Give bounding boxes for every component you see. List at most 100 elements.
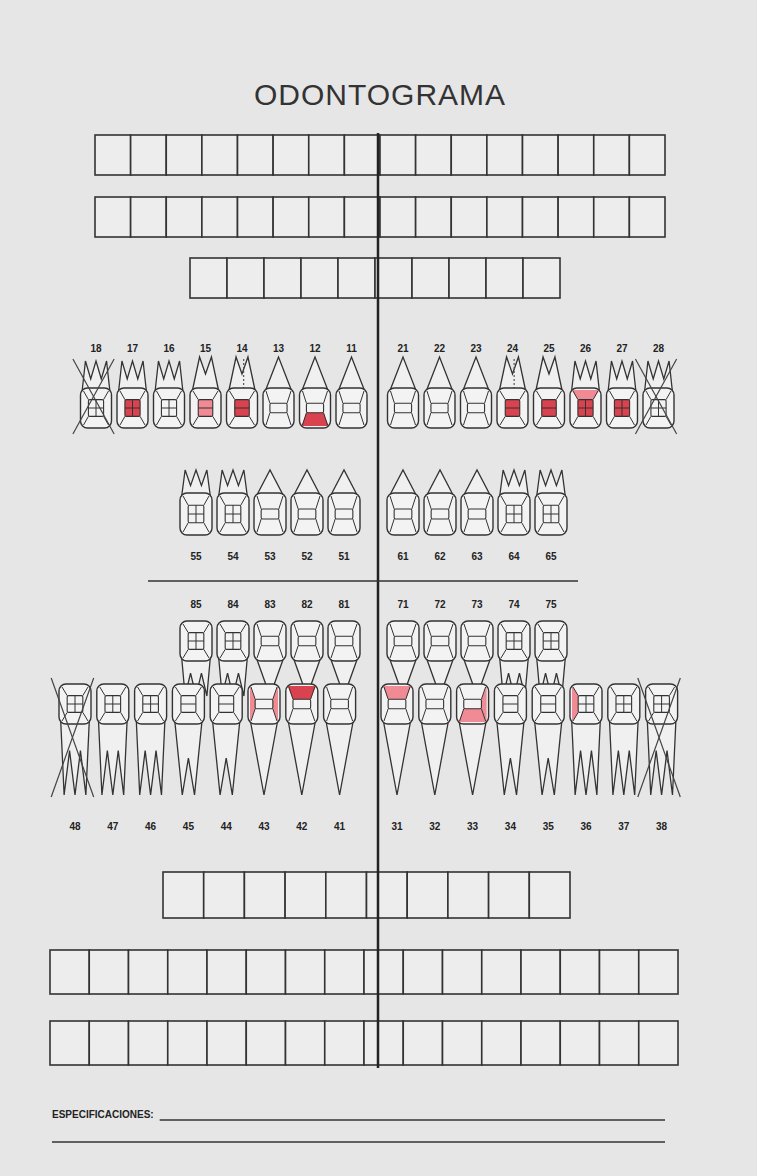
treatment-mark	[578, 400, 593, 417]
record-cell	[202, 197, 238, 237]
tooth-crown	[180, 493, 212, 535]
record-cell	[489, 872, 530, 918]
record-cell	[639, 1021, 678, 1065]
tooth-number: 12	[309, 344, 320, 354]
tooth-number: 74	[508, 600, 519, 610]
treatment-mark	[288, 686, 316, 699]
tooth-crown	[154, 388, 185, 428]
tooth-root	[119, 361, 147, 391]
tooth-root	[426, 470, 453, 496]
tooth-number: 17	[127, 344, 138, 354]
treatment-mark	[302, 413, 329, 426]
tooth-number: 84	[227, 600, 238, 610]
record-cell	[246, 1021, 285, 1065]
missing-tooth-cross	[51, 678, 93, 797]
tooth-number: 34	[505, 822, 516, 832]
occlusal-surface	[543, 633, 559, 650]
tooth-crown	[291, 493, 323, 535]
tooth-figure	[532, 684, 564, 795]
tooth-root	[192, 357, 218, 391]
record-cell	[443, 950, 482, 994]
tooth-number: 61	[397, 552, 408, 562]
tooth-crown	[381, 684, 413, 724]
tooth-crown	[494, 684, 526, 724]
tooth-root	[389, 470, 416, 496]
record-cell	[207, 1021, 246, 1065]
occlusal-surface	[161, 400, 176, 417]
arch-separator	[148, 580, 578, 582]
tooth-number: 62	[434, 552, 445, 562]
record-cell	[521, 1021, 560, 1065]
tooth-root	[610, 721, 639, 795]
tooth-crown	[461, 493, 493, 535]
record-cell	[629, 135, 665, 175]
occlusal-surface	[219, 696, 234, 713]
record-cell	[309, 135, 345, 175]
tooth-crown	[217, 493, 249, 535]
record-cell	[129, 1021, 168, 1065]
occlusal-surface	[468, 636, 486, 646]
record-cell	[168, 950, 207, 994]
tooth-figure	[263, 357, 294, 428]
tooth-number: 32	[429, 822, 440, 832]
tooth-root	[288, 721, 315, 795]
tooth-crown	[461, 388, 492, 428]
record-cell	[482, 1021, 521, 1065]
tooth-figure	[51, 678, 93, 797]
occlusal-surface	[614, 400, 629, 417]
record-cell	[227, 258, 264, 298]
tooth-number: 48	[69, 822, 80, 832]
chart-title: ODONTOGRAMA	[254, 80, 506, 110]
tooth-root	[265, 357, 291, 391]
tooth-root	[383, 721, 410, 795]
record-cell	[238, 135, 274, 175]
record-cell	[380, 197, 416, 237]
tooth-number: 73	[471, 600, 482, 610]
record-cell	[264, 258, 301, 298]
tooth-crown	[497, 388, 528, 428]
tooth-figure	[608, 684, 640, 795]
record-cell	[487, 135, 523, 175]
treatment-mark	[481, 686, 486, 722]
occlusal-surface	[388, 699, 406, 709]
tooth-number: 51	[338, 552, 349, 562]
tooth-root	[99, 721, 128, 795]
tooth-crown	[532, 684, 564, 724]
tooth-root	[608, 361, 636, 391]
tooth-figure	[190, 357, 221, 428]
tooth-figure	[535, 470, 567, 535]
tooth-root	[293, 470, 320, 496]
record-cell	[129, 950, 168, 994]
occlusal-surface	[506, 633, 522, 650]
occlusal-surface	[335, 636, 353, 646]
tooth-number: 43	[258, 822, 269, 832]
record-cell	[95, 197, 131, 237]
treatment-mark	[235, 400, 250, 417]
record-cell	[523, 258, 560, 298]
occlusal-surface	[542, 400, 557, 417]
tooth-crown	[254, 493, 286, 535]
tooth-figure	[534, 357, 565, 428]
record-cell	[246, 950, 285, 994]
tooth-crown	[254, 621, 286, 661]
record-cell	[89, 950, 128, 994]
tooth-root	[213, 721, 240, 795]
tooth-root	[330, 470, 357, 496]
tooth-figure	[117, 361, 148, 428]
record-cell	[403, 950, 442, 994]
record-cell	[131, 197, 167, 237]
tooth-root	[459, 721, 486, 795]
tooth-crown	[387, 493, 419, 535]
tooth-root	[536, 357, 562, 391]
occlusal-surface	[67, 696, 83, 713]
tooth-crown	[227, 388, 258, 428]
record-cell	[523, 197, 559, 237]
tooth-crown	[59, 684, 91, 724]
tooth-crown	[180, 621, 212, 661]
record-cell	[204, 872, 245, 918]
record-cell	[344, 135, 380, 175]
tooth-figure	[291, 470, 323, 535]
record-cell	[416, 197, 452, 237]
tooth-crown	[608, 684, 640, 724]
tooth-root	[338, 357, 364, 391]
